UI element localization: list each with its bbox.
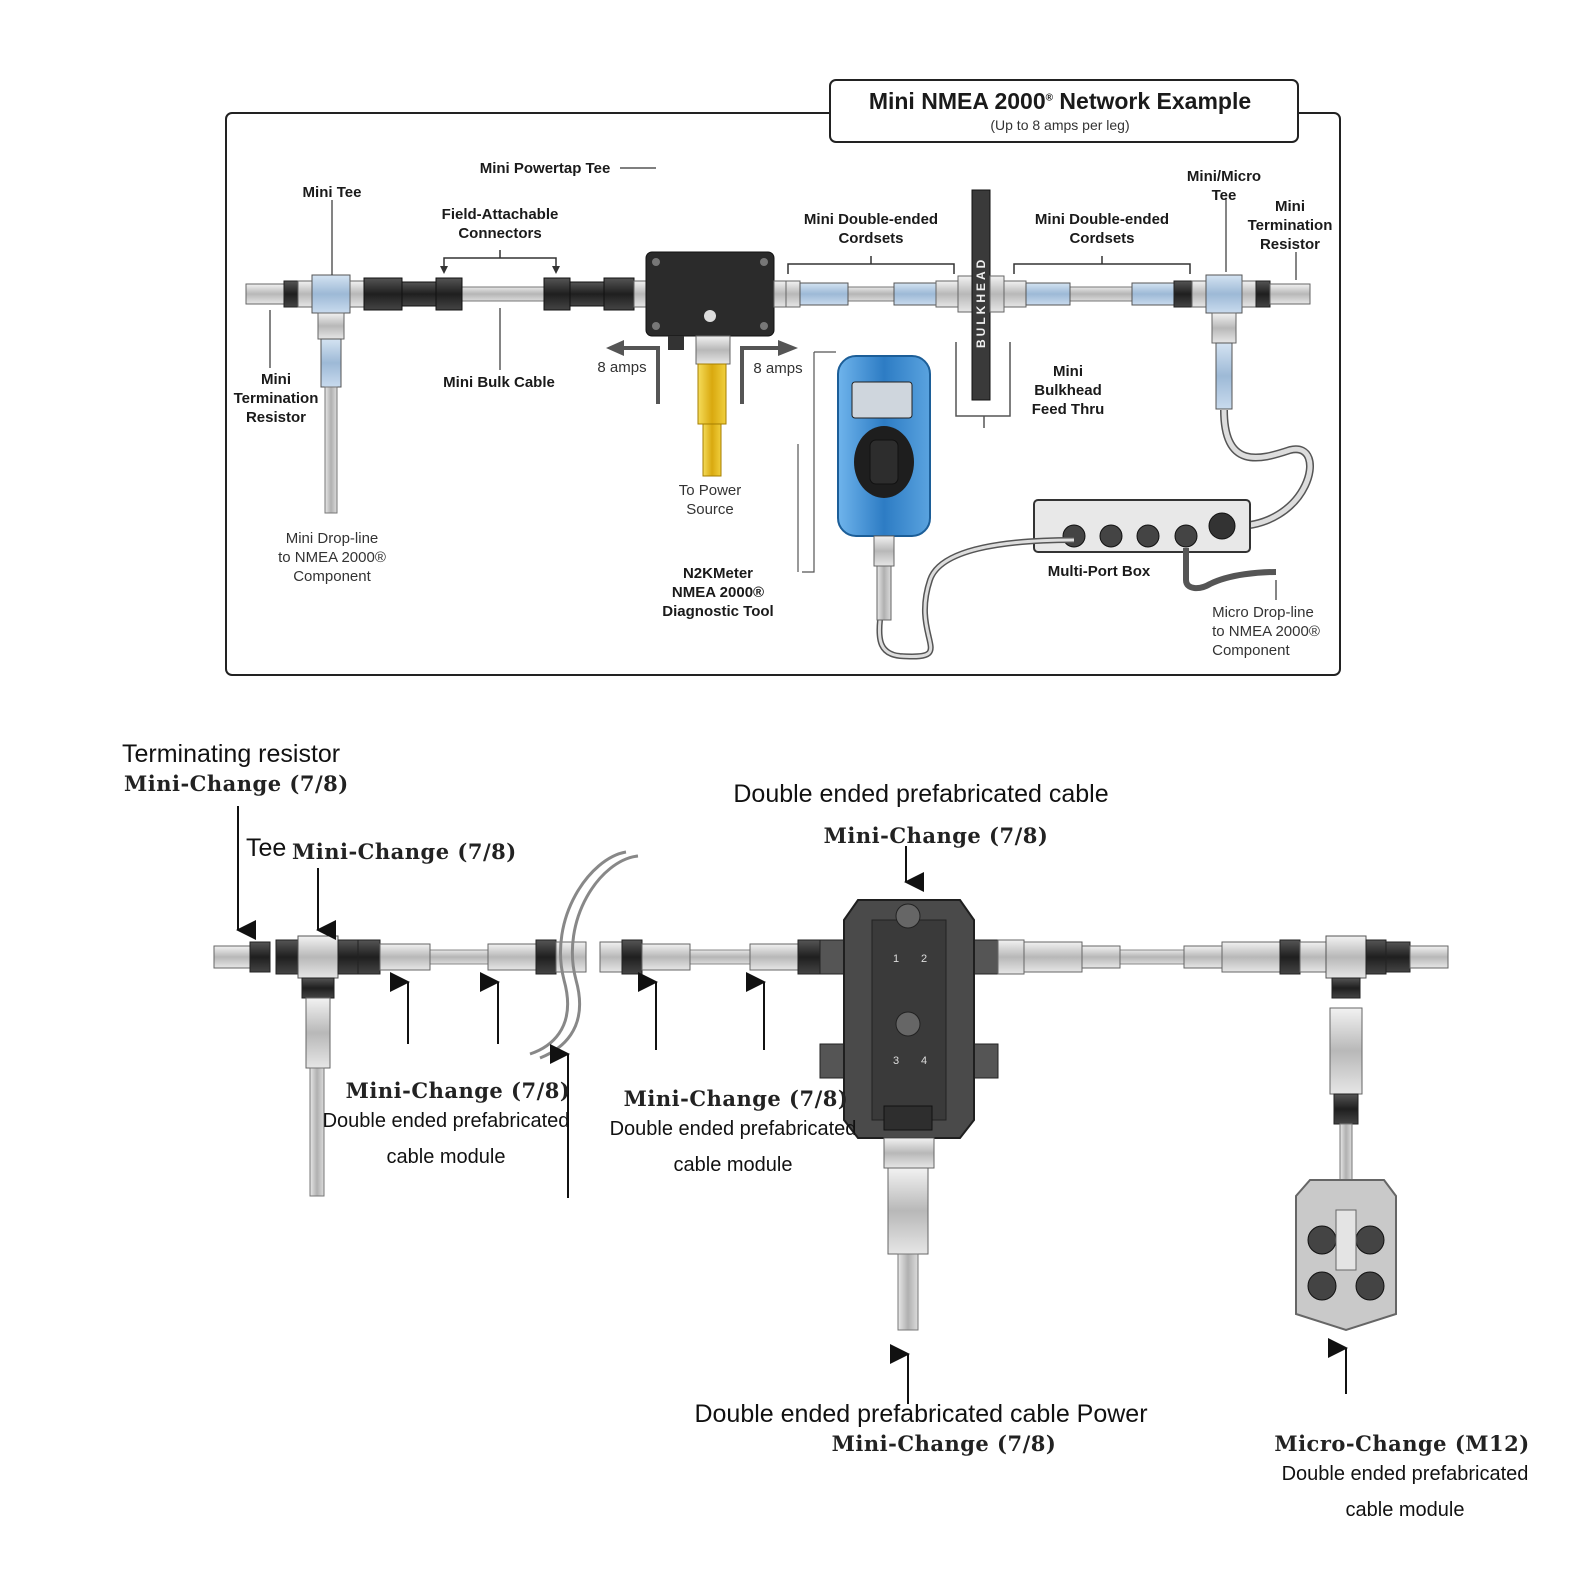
label-multi-port-box: Multi-Port Box bbox=[1047, 563, 1151, 580]
code-terminating-resistor: Mini-Change (7/8) bbox=[124, 771, 349, 796]
bottom-product-diagram bbox=[213, 806, 1449, 1404]
label-cordsets-1-line2: Cordsets bbox=[838, 230, 904, 247]
label-terminating-resistor: Terminating resistor bbox=[122, 740, 341, 768]
label-module-2-line2: cable module bbox=[673, 1154, 793, 1176]
label-mini-termination-right: Mini Termination Resistor bbox=[1248, 197, 1333, 254]
label-micro-drop-line3: Component bbox=[1212, 642, 1290, 659]
label-term-right-line3: Resistor bbox=[1259, 236, 1321, 253]
label-cordsets-1-line1: Mini Double-ended bbox=[803, 211, 939, 228]
bulkhead-feed-thru bbox=[957, 189, 1005, 401]
cable-module-2 bbox=[599, 939, 821, 975]
network-title-text: Mini NMEA 2000 bbox=[868, 88, 1046, 114]
label-n2kmeter: N2KMeter NMEA 2000® Diagnostic Tool bbox=[662, 564, 773, 621]
label-term-left-line2: Termination bbox=[233, 390, 319, 407]
label-bulkhead-line3: Feed Thru bbox=[1031, 401, 1105, 418]
label-module-1-line2: cable module bbox=[386, 1146, 506, 1168]
label-mini-bulkhead: Mini Bulkhead Feed Thru bbox=[1032, 362, 1105, 419]
label-field-attachable-line2: Connectors bbox=[458, 225, 542, 242]
label-mini-drop-line: Mini Drop-line to NMEA 2000® Component bbox=[278, 529, 386, 586]
label-mini-micro-tee-line1: Mini/Micro bbox=[1186, 168, 1262, 185]
label-cordsets-2-line2: Cordsets bbox=[1069, 230, 1135, 247]
label-term-right-line2: Termination bbox=[1247, 217, 1333, 234]
label-micro-drop-line1: Micro Drop-line bbox=[1212, 604, 1314, 621]
mini-powertap-tee bbox=[645, 251, 787, 477]
label-field-attachable: Field-Attachable Connectors bbox=[442, 205, 559, 243]
network-title-rest: Network Example bbox=[1053, 88, 1252, 114]
label-to-power-line2: Source bbox=[686, 501, 734, 518]
label-to-power-source: To Power Source bbox=[679, 481, 742, 519]
mini-double-ended-cordsets-2 bbox=[1003, 280, 1193, 308]
code-double-ended-cable: Mini-Change (7/8) bbox=[823, 823, 1049, 848]
n2kmeter-device bbox=[837, 355, 931, 621]
label-amps-left: 8 amps bbox=[597, 359, 647, 376]
network-subtitle: (Up to 8 amps per leg) bbox=[990, 117, 1130, 133]
hub-port-3: 3 bbox=[893, 1055, 899, 1067]
label-module-2-line1: Double ended prefabricated bbox=[609, 1118, 857, 1140]
label-module-1-line1: Double ended prefabricated bbox=[322, 1110, 570, 1132]
label-mini-drop-line2: to NMEA 2000® bbox=[278, 549, 386, 566]
bulkhead-label: BULKHEAD bbox=[974, 257, 988, 348]
title-box bbox=[829, 79, 1299, 143]
power-hub bbox=[819, 899, 999, 1331]
label-micro-drop-line2: to NMEA 2000® bbox=[1212, 623, 1320, 640]
label-mini-tee: Mini Tee bbox=[302, 184, 362, 201]
label-mini-drop-line1: Mini Drop-line bbox=[285, 530, 379, 547]
label-bulkhead-line2: Bulkhead bbox=[1034, 382, 1102, 399]
code-module-2: Mini-Change (7/8) bbox=[623, 1086, 849, 1111]
label-bulkhead-line1: Mini bbox=[1052, 363, 1083, 380]
label-amps-right: 8 amps bbox=[753, 360, 803, 377]
label-mini-double-ended-2: Mini Double-ended Cordsets bbox=[1035, 210, 1169, 248]
label-micro-drop-line: Micro Drop-line to NMEA 2000® Component bbox=[1212, 603, 1320, 660]
multi-port-box bbox=[1033, 499, 1251, 553]
label-mini-micro-tee: Mini/Micro Tee bbox=[1187, 167, 1261, 205]
mini-bulk-cable bbox=[461, 286, 545, 302]
label-cordsets-2-line1: Mini Double-ended bbox=[1034, 211, 1170, 228]
label-term-left-line3: Resistor bbox=[245, 409, 307, 426]
label-term-right-line1: Mini bbox=[1274, 198, 1305, 215]
micro-distribution-box bbox=[1295, 1179, 1397, 1332]
label-double-ended-cable: Double ended prefabricated cable bbox=[733, 780, 1109, 808]
label-mini-double-ended-1: Mini Double-ended Cordsets bbox=[804, 210, 938, 248]
label-mini-bulk-cable: Mini Bulk Cable bbox=[443, 374, 555, 391]
cable-module-3 bbox=[997, 939, 1301, 975]
top-network-panel bbox=[225, 79, 1341, 676]
label-field-attachable-line1: Field-Attachable bbox=[441, 206, 559, 223]
field-attachable-connectors bbox=[363, 277, 647, 311]
micro-tee-right bbox=[1299, 935, 1449, 1181]
title-registered-mark: ® bbox=[1045, 92, 1054, 104]
label-to-power-line1: To Power bbox=[678, 482, 742, 499]
label-n2kmeter-line1: N2KMeter bbox=[682, 565, 754, 582]
label-mini-drop-line3: Component bbox=[293, 568, 371, 585]
hub-port-2: 2 bbox=[921, 953, 927, 965]
mini-termination-resistor-right bbox=[1255, 280, 1311, 308]
code-micro-change: Micro-Change (M12) bbox=[1274, 1431, 1530, 1456]
tee-connector bbox=[275, 935, 359, 1197]
label-tee: Tee bbox=[246, 834, 287, 862]
label-power-cable: Double ended prefabricated cable Power bbox=[694, 1400, 1148, 1428]
label-micro-line2: cable module bbox=[1345, 1499, 1465, 1521]
hub-port-4: 4 bbox=[921, 1055, 927, 1067]
label-micro-line1: Double ended prefabricated bbox=[1281, 1463, 1529, 1485]
label-term-left-line1: Mini bbox=[260, 371, 291, 388]
network-title: Mini NMEA 2000® Network Example bbox=[869, 88, 1251, 115]
code-tee: Mini-Change (7/8) bbox=[292, 839, 517, 864]
label-mini-micro-tee-line2: Tee bbox=[1211, 187, 1237, 204]
code-module-1: Mini-Change (7/8) bbox=[345, 1078, 571, 1103]
mini-micro-tee bbox=[1191, 274, 1257, 410]
label-n2kmeter-line2: NMEA 2000® bbox=[671, 584, 765, 601]
terminating-resistor bbox=[213, 941, 271, 973]
mini-double-ended-cordsets-1 bbox=[785, 280, 959, 308]
label-mini-powertap-tee: Mini Powertap Tee bbox=[479, 160, 611, 177]
mini-termination-resistor-left bbox=[245, 280, 299, 308]
label-mini-termination-left: Mini Termination Resistor bbox=[234, 370, 319, 427]
hub-port-1: 1 bbox=[893, 953, 899, 965]
mini-tee-left bbox=[297, 274, 365, 514]
code-power-cable: Mini-Change (7/8) bbox=[831, 1431, 1057, 1456]
label-n2kmeter-line3: Diagnostic Tool bbox=[662, 603, 774, 620]
